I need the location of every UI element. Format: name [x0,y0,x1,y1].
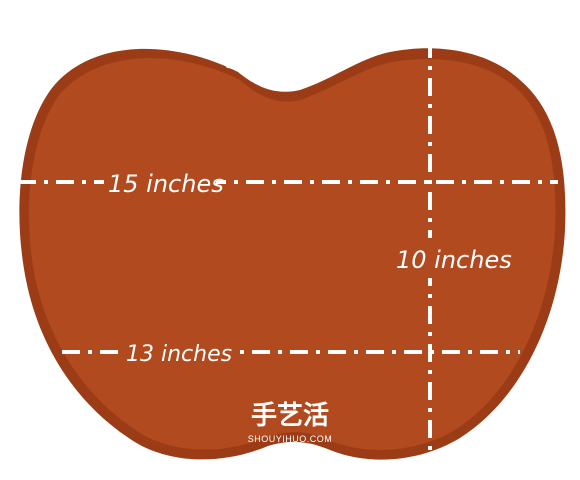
watermark-chinese: 手艺活 [251,401,329,431]
watermark-url: SHOUYIHUO.COM [248,434,333,444]
label-bg-height [392,238,510,278]
width-bottom-label: 13 inches [126,342,232,367]
width-top-label: 15 inches [108,170,224,198]
height-label: 10 inches [396,246,512,274]
label-bg-bottom [122,334,234,368]
top-dashed-cut-line [226,60,347,74]
label-bg-top [104,164,216,198]
